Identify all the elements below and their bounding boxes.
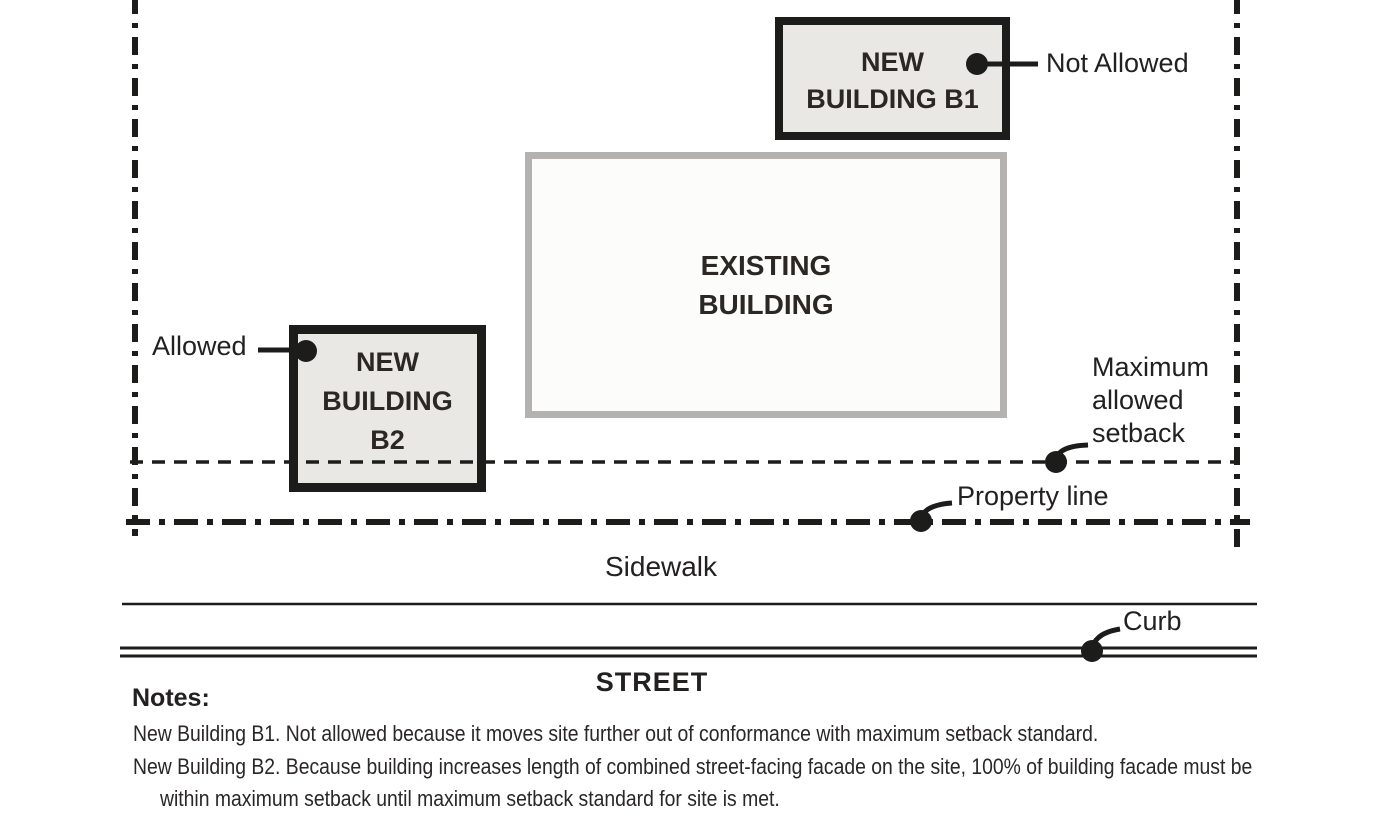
max-setback-label-line2: allowed: [1092, 385, 1184, 415]
existing-building: EXISTING BUILDING: [525, 152, 1007, 418]
max-setback-label-line1: Maximum: [1092, 352, 1210, 382]
note-b2: New Building B2. Because building increa…: [133, 754, 1253, 779]
not-allowed-label: Not Allowed: [1046, 48, 1189, 78]
allowed-label: Allowed: [152, 331, 247, 361]
property-line-leader-line: [918, 500, 953, 520]
property-line-leader-dot: [910, 510, 932, 532]
max-setback-label: Maximum allowed setback: [1092, 351, 1209, 450]
max-setback-label-line3: setback: [1092, 418, 1186, 448]
allowed-leader-dot: [295, 340, 317, 362]
property-line-leader: [910, 500, 953, 532]
note-b1: New Building B1. Not allowed because it …: [133, 721, 1099, 746]
max-setback-leader: [1045, 442, 1089, 473]
new-building-b2: NEW BUILDING B2: [289, 325, 486, 492]
notes-heading: Notes:: [132, 684, 210, 712]
curb-leader-line: [1089, 626, 1121, 650]
curb-label: Curb: [1123, 606, 1182, 636]
property-line-label: Property line: [957, 481, 1109, 511]
new-building-b1-label-line2: BUILDING B1: [806, 83, 979, 114]
not-allowed-leader: [966, 53, 1038, 75]
new-building-b2-label-line1: NEW: [356, 347, 419, 377]
max-setback-leader-dot: [1045, 451, 1067, 473]
curb-leader: [1081, 626, 1121, 662]
new-building-b2-label-line2: BUILDING: [322, 386, 453, 416]
not-allowed-leader-dot: [966, 53, 988, 75]
existing-building-label-line2: BUILDING: [698, 289, 834, 320]
new-building-b1-label-line1: NEW: [861, 46, 924, 77]
max-setback-leader-line: [1053, 442, 1089, 461]
existing-building-label-line1: EXISTING: [700, 250, 832, 281]
new-building-b2-label-line3: B2: [370, 425, 405, 455]
allowed-leader: [258, 340, 317, 362]
note-b2-continued: within maximum setback until maximum set…: [160, 786, 780, 811]
street-label: STREET: [595, 667, 709, 697]
sidewalk-label: Sidewalk: [604, 551, 718, 582]
curb-leader-dot: [1081, 640, 1103, 662]
new-building-b1: NEW BUILDING B1: [775, 17, 1010, 140]
